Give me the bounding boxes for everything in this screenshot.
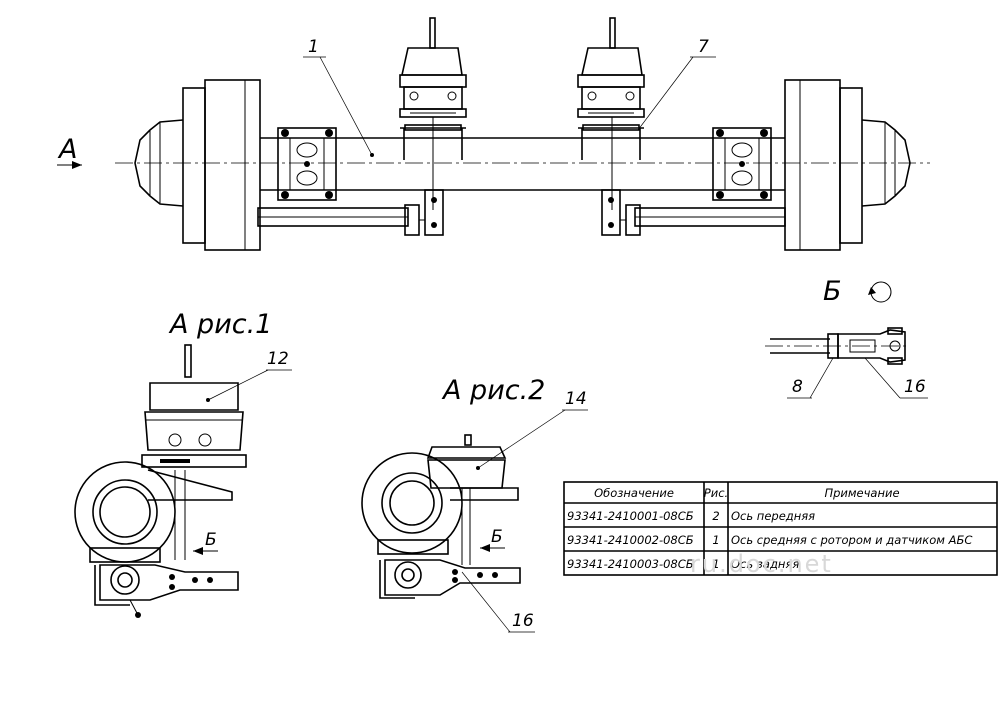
right-brake-chamber [577, 17, 645, 210]
view-b: Б 8 16 [765, 276, 928, 399]
figure-2: А рис.2 Б 14 16 [361, 375, 588, 633]
table-cell-r0-designation: 93341-2410001-08СБ [567, 509, 694, 523]
callout-1: 1 [303, 37, 374, 157]
spec-table: Обозначение Рис. Примечание 93341-241000… [563, 481, 998, 578]
callout-8-label: 8 [792, 377, 803, 397]
axle-beam [260, 137, 785, 191]
view-b-label: Б [823, 276, 842, 307]
left-slack-adjuster [404, 189, 444, 236]
camshaft-tubes [257, 207, 786, 227]
fig2-b-label: Б [491, 527, 503, 547]
table-header-note: Примечание [824, 486, 899, 500]
table-cell-r1-fig: 1 [712, 533, 719, 547]
left-spring-seat [277, 127, 337, 201]
table-cell-r2-fig: 1 [712, 557, 719, 571]
axle-front-view: А 1 7 [57, 17, 930, 251]
right-slack-adjuster [601, 189, 641, 236]
callout-16b-label: 16 [904, 377, 926, 397]
figure-2-title: А рис.2 [441, 375, 545, 406]
table-cell-r1-designation: 93341-2410002-08СБ [567, 533, 694, 547]
table-header-designation: Обозначение [594, 486, 674, 500]
table-cell-r2-designation: 93341-2410003-08СБ [567, 557, 694, 571]
table-cell-r0-note: Ось передняя [731, 509, 815, 523]
callout-7-label: 7 [698, 37, 709, 57]
table-cell-r2-note: Ось задняя [731, 557, 799, 571]
callout-12-label: 12 [267, 349, 289, 369]
table-cell-r0-fig: 2 [712, 509, 719, 523]
left-wheel-hub [134, 79, 261, 251]
callout-1-label: 1 [308, 37, 319, 57]
callout-14-label: 14 [565, 389, 587, 409]
callout-7: 7 [637, 37, 716, 131]
view-a-label: А [57, 134, 77, 165]
view-a-arrow: А [57, 134, 82, 169]
table-cell-r1-note: Ось средняя с ротором и датчиком АБС [731, 533, 972, 547]
callout-16a-label: 16 [512, 611, 534, 631]
right-wheel-hub [784, 79, 911, 251]
right-spring-seat [712, 127, 772, 201]
fig1-b-label: Б [205, 530, 217, 550]
table-header-fig: Рис. [704, 486, 728, 500]
figure-1: А рис.1 Б [74, 309, 292, 618]
left-brake-chamber [399, 17, 467, 210]
watermark: ru.doc.net [690, 550, 833, 578]
figure-1-title: А рис.1 [168, 309, 272, 340]
